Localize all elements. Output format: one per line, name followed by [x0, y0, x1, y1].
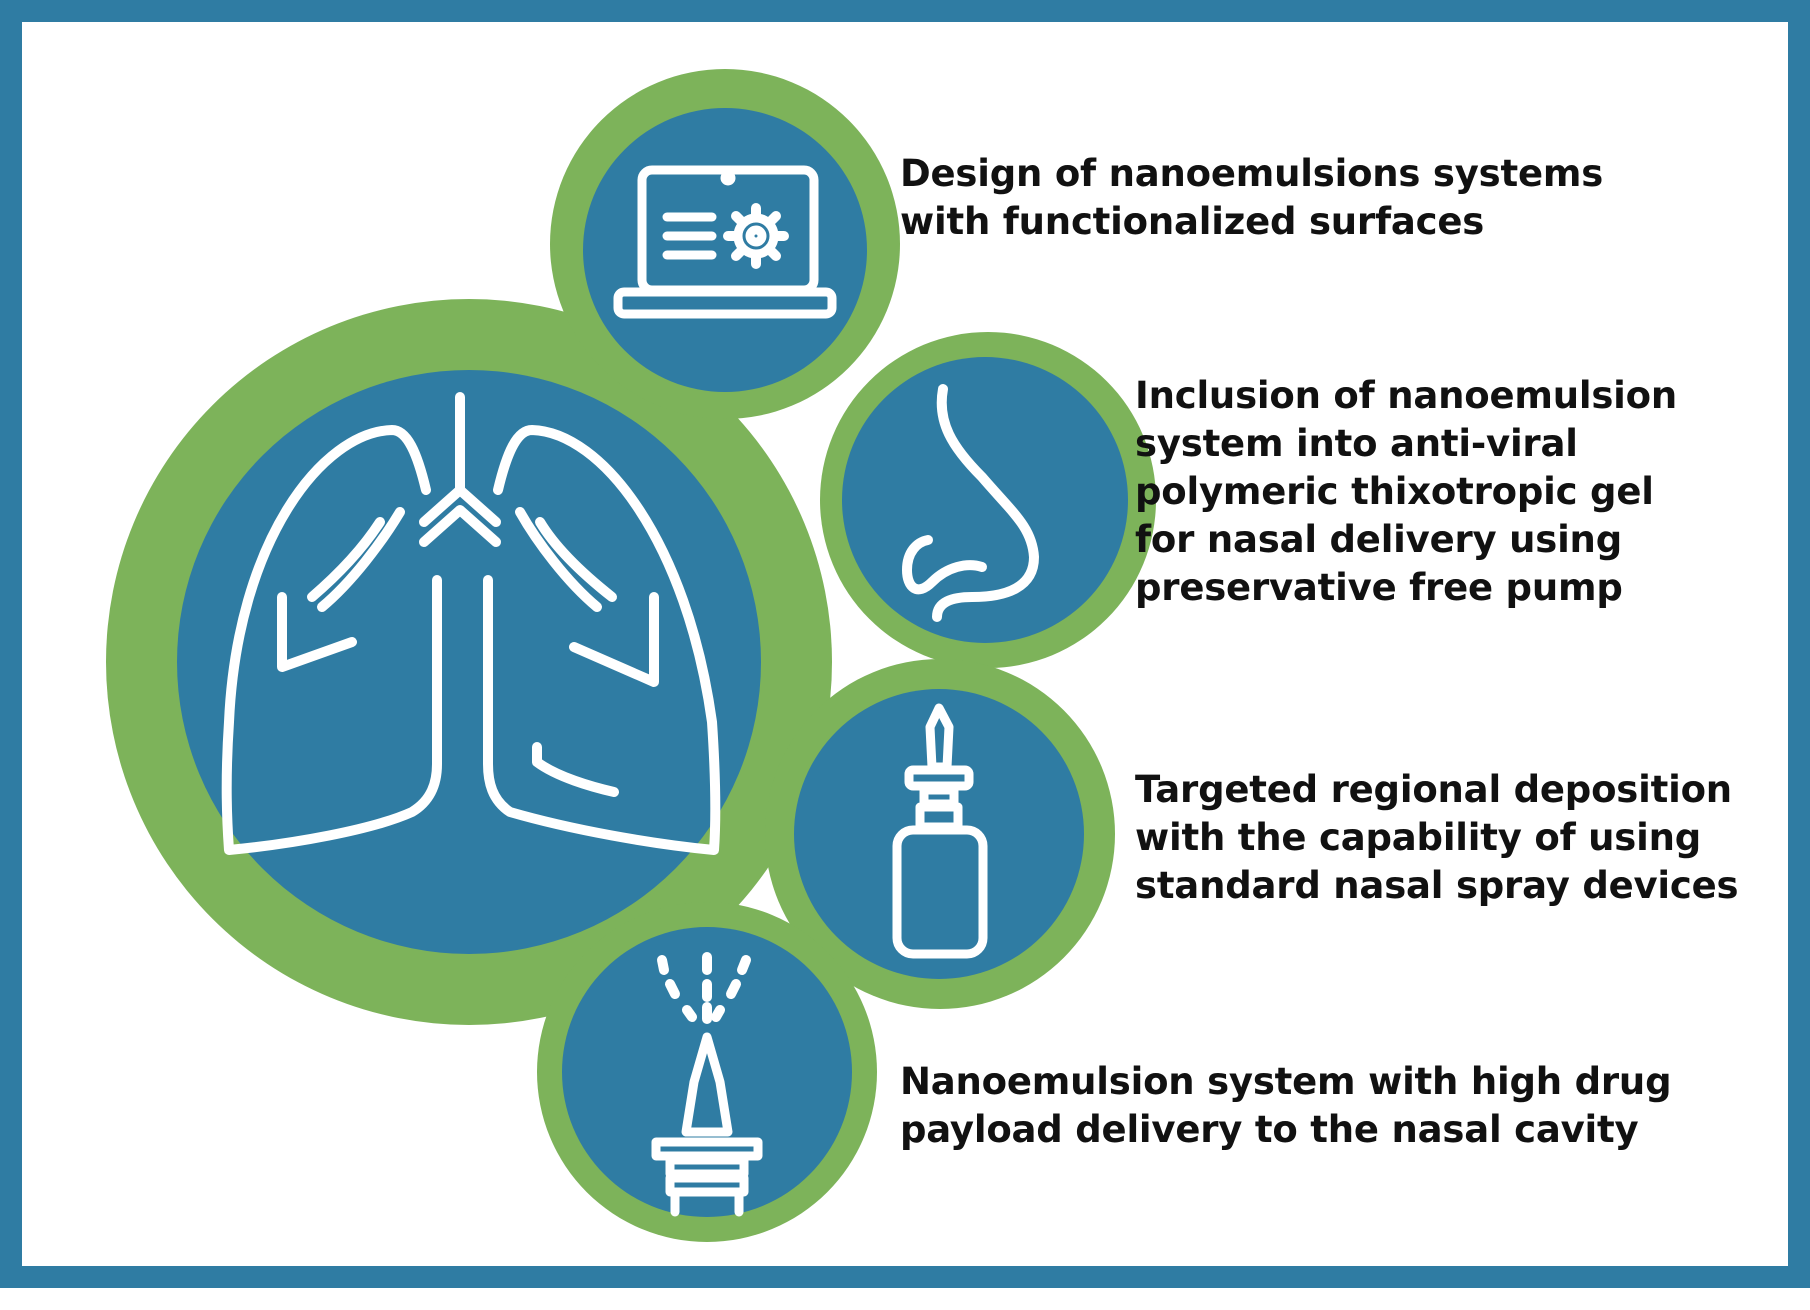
nozzle-disc	[562, 927, 852, 1217]
caption-inclusion: Inclusion of nanoemulsion system into an…	[1135, 372, 1677, 612]
nose-disc	[842, 357, 1128, 643]
caption-line: system into anti-viral	[1135, 422, 1578, 465]
caption-line: with the capability of using	[1135, 816, 1702, 859]
spray-nozzle-icon	[651, 952, 763, 1217]
caption-line: Inclusion of nanoemulsion	[1135, 374, 1678, 417]
caption-line: for nasal delivery using	[1135, 518, 1622, 561]
caption-line: Nanoemulsion system with high drug	[900, 1060, 1672, 1103]
nasal-spray-bottle-icon	[892, 703, 988, 959]
caption-line: polymeric thixotropic gel	[1135, 470, 1654, 513]
caption-line: standard nasal spray devices	[1135, 864, 1739, 907]
caption-targeted: Targeted regional deposition with the ca…	[1135, 766, 1739, 910]
lungs-icon	[221, 392, 721, 855]
infographic-graphics	[106, 69, 1156, 1242]
caption-line: with functionalized surfaces	[900, 200, 1485, 243]
caption-line: Targeted regional deposition	[1135, 768, 1732, 811]
caption-design: Design of nanoemulsions systems with fun…	[900, 150, 1603, 246]
nose-icon	[902, 384, 1039, 622]
caption-line: preservative free pump	[1135, 566, 1623, 609]
laptop-disc	[583, 108, 867, 392]
laptop-gear-icon	[613, 165, 837, 319]
caption-line: payload delivery to the nasal cavity	[900, 1108, 1639, 1151]
caption-line: Design of nanoemulsions systems	[900, 152, 1604, 195]
caption-payload: Nanoemulsion system with high drug paylo…	[900, 1058, 1672, 1154]
lungs-disc	[177, 370, 761, 954]
